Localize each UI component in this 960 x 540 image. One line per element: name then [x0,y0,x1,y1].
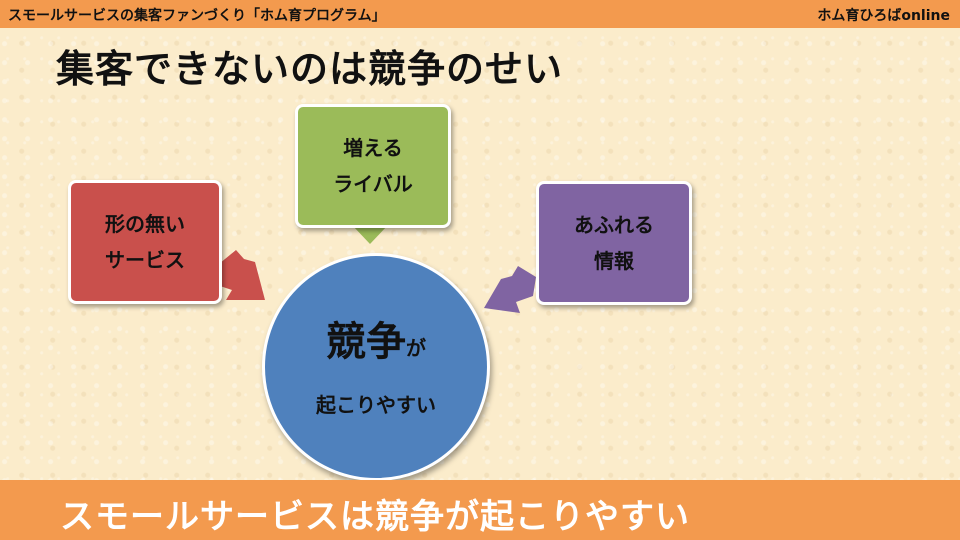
box-intangible-service: 形の無い サービス [68,180,222,304]
box-increasing-rivals: 増える ライバル [295,104,451,228]
center-sub-text: 起こりやすい [316,392,436,417]
box-red-line1: 形の無い [105,212,185,236]
box-green-line2: ライバル [333,172,413,196]
center-small-text: が [406,335,426,360]
footer-text: スモールサービスは競争が起こりやすい [60,497,690,537]
header-left-title: スモールサービスの集客ファンづくり「ホム育プログラム」 [8,8,386,24]
purple-arrow [484,266,536,313]
header-bar: スモールサービスの集客ファンづくり「ホム育プログラム」 ホム育ひろばonline [0,0,960,28]
center-circle: 競争が 起こりやすい [262,253,490,481]
box-red-line2: サービス [105,248,185,272]
slide-headline: 集客できないのは競争のせい [56,47,564,91]
box-overflowing-info: あふれる 情報 [536,181,692,305]
box-green-line1: 増える [343,136,403,160]
box-purple-line2: 情報 [594,249,634,273]
header-right-title: ホム育ひろばonline [817,8,950,24]
center-main-line: 競争が [326,309,426,367]
green-arrow [352,225,388,244]
red-arrow [211,250,265,300]
footer-bar: スモールサービスは競争が起こりやすい [0,480,960,540]
box-purple-line1: あふれる [574,213,654,237]
center-big-text: 競争 [326,318,406,365]
